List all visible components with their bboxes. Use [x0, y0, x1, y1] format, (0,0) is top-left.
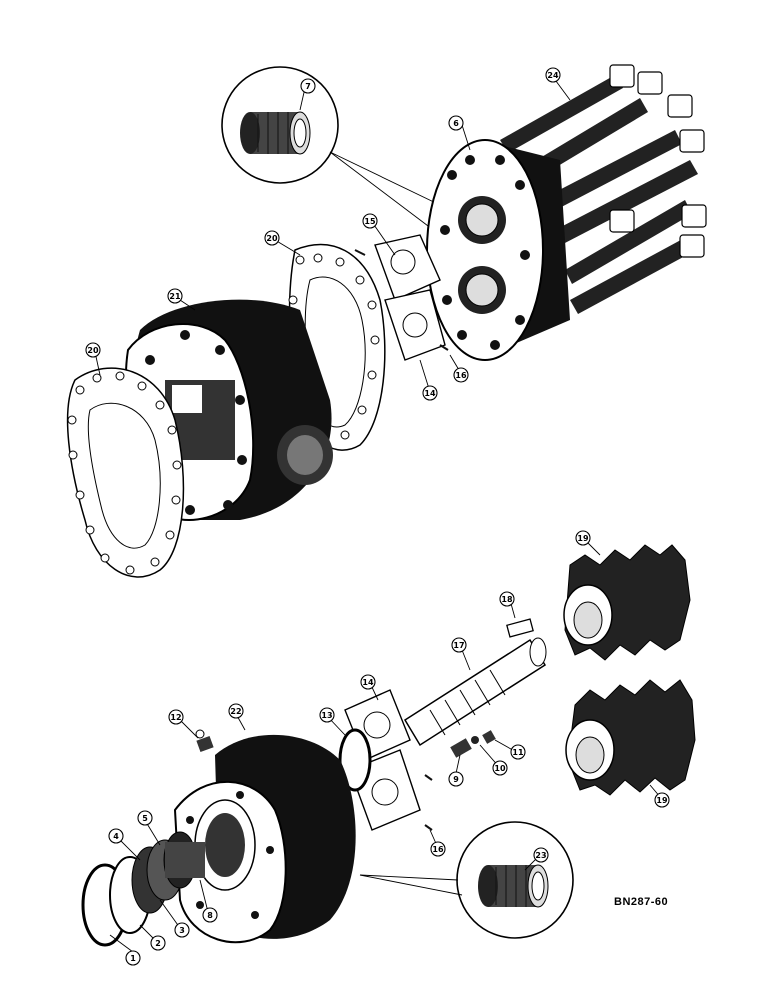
svg-text:10: 10 — [494, 764, 506, 773]
svg-text:1: 1 — [130, 954, 136, 963]
bearing-detail-circle-bottom — [359, 821, 574, 939]
callout-6: 6 — [448, 115, 464, 131]
callout-14-upper: 14 — [422, 385, 438, 401]
gasket-lower — [66, 367, 185, 578]
callout-18: 18 — [499, 591, 515, 607]
callout-15: 15 — [362, 213, 378, 229]
svg-text:8: 8 — [207, 911, 213, 920]
svg-text:12: 12 — [170, 713, 181, 722]
svg-text:15: 15 — [364, 217, 376, 226]
svg-text:22: 22 — [230, 707, 241, 716]
front-cover-flange — [173, 734, 356, 944]
svg-text:3: 3 — [179, 926, 185, 935]
callout-17: 17 — [451, 637, 467, 653]
callout-10: 10 — [492, 760, 508, 776]
callout-9: 9 — [448, 771, 464, 787]
callout-19-lower: 19 — [654, 792, 670, 808]
svg-text:20: 20 — [266, 234, 278, 243]
gear-upper — [563, 544, 691, 661]
callout-20-upper: 20 — [264, 230, 280, 246]
needle-bearing-bottom — [478, 864, 549, 908]
svg-text:21: 21 — [169, 292, 181, 301]
svg-text:7: 7 — [305, 82, 311, 91]
callout-5: 5 — [137, 810, 153, 826]
grease-fitting — [195, 729, 214, 753]
callout-24: 24 — [545, 67, 561, 83]
svg-text:18: 18 — [501, 595, 513, 604]
svg-text:13: 13 — [321, 711, 332, 720]
svg-text:6: 6 — [453, 119, 459, 128]
svg-text:2: 2 — [155, 939, 161, 948]
callout-12: 12 — [168, 709, 184, 725]
callout-1: 1 — [125, 950, 141, 966]
callout-13: 13 — [319, 707, 335, 723]
svg-text:4: 4 — [113, 832, 119, 841]
key-18 — [506, 618, 534, 638]
callout-16-lower: 16 — [430, 841, 446, 857]
bearing-detail-circle-top — [221, 66, 441, 236]
svg-text:9: 9 — [453, 775, 459, 784]
svg-text:14: 14 — [424, 389, 436, 398]
svg-text:16: 16 — [432, 845, 444, 854]
gear-lower — [565, 679, 696, 796]
svg-text:16: 16 — [455, 371, 467, 380]
callout-16-upper: 16 — [453, 367, 469, 383]
callout-4: 4 — [108, 828, 124, 844]
callout-21: 21 — [167, 288, 183, 304]
svg-text:19: 19 — [577, 534, 589, 543]
svg-text:14: 14 — [362, 678, 374, 687]
callout-7: 7 — [300, 78, 316, 94]
callout-23: 23 — [533, 847, 549, 863]
callout-14-lower: 14 — [360, 674, 376, 690]
svg-text:5: 5 — [142, 814, 148, 823]
drive-shaft — [403, 637, 547, 747]
callout-8: 8 — [202, 907, 218, 923]
svg-text:17: 17 — [453, 641, 464, 650]
callout-22: 22 — [228, 703, 244, 719]
svg-text:20: 20 — [87, 346, 99, 355]
callout-2: 2 — [150, 935, 166, 951]
needle-bearing-top — [240, 111, 311, 155]
spring-pin-parts — [450, 730, 496, 758]
seal-stack — [81, 831, 205, 947]
svg-text:11: 11 — [512, 748, 524, 757]
end-cover-plate — [426, 139, 570, 361]
svg-text:23: 23 — [535, 851, 546, 860]
drawing-code-label: BN287-60 — [614, 896, 668, 908]
callout-11: 11 — [510, 744, 526, 760]
svg-text:24: 24 — [547, 71, 559, 80]
callout-3: 3 — [174, 922, 190, 938]
svg-text:19: 19 — [656, 796, 668, 805]
gear-housing — [124, 299, 333, 521]
callout-20-lower: 20 — [85, 342, 101, 358]
wear-plate-upper — [354, 234, 449, 361]
callout-19-upper: 19 — [575, 530, 591, 546]
